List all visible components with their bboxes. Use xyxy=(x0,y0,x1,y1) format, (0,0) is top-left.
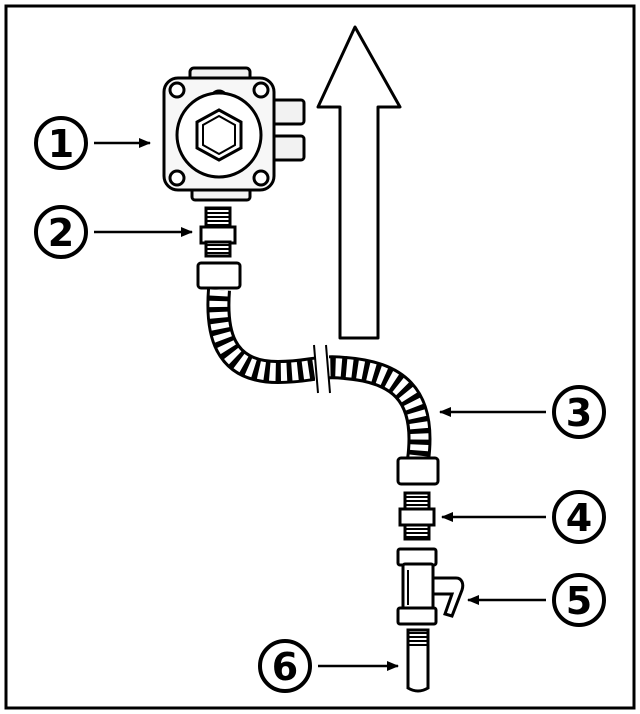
callout-3: 3 xyxy=(552,385,606,439)
callout-6: 6 xyxy=(258,639,312,693)
callout-1-number: 1 xyxy=(48,122,74,166)
callout-5: 5 xyxy=(552,573,606,627)
callout-6-number: 6 xyxy=(272,645,298,689)
nipple-fitting-top-icon xyxy=(199,206,237,258)
callout-2: 2 xyxy=(34,205,88,259)
callout-3-number: 3 xyxy=(566,391,592,435)
shutoff-valve-icon xyxy=(396,547,465,626)
callout-1: 1 xyxy=(34,116,88,170)
callout-2-number: 2 xyxy=(48,211,74,255)
coiled-hose-icon xyxy=(196,261,440,486)
flow-direction-arrow-icon xyxy=(316,25,402,340)
nipple-fitting-bottom-icon xyxy=(398,491,436,541)
supply-pipe-icon xyxy=(406,628,430,693)
callout-5-number: 5 xyxy=(566,579,592,623)
callout-4: 4 xyxy=(552,490,606,544)
callout-4-number: 4 xyxy=(566,496,592,540)
regulator-icon xyxy=(162,66,306,202)
